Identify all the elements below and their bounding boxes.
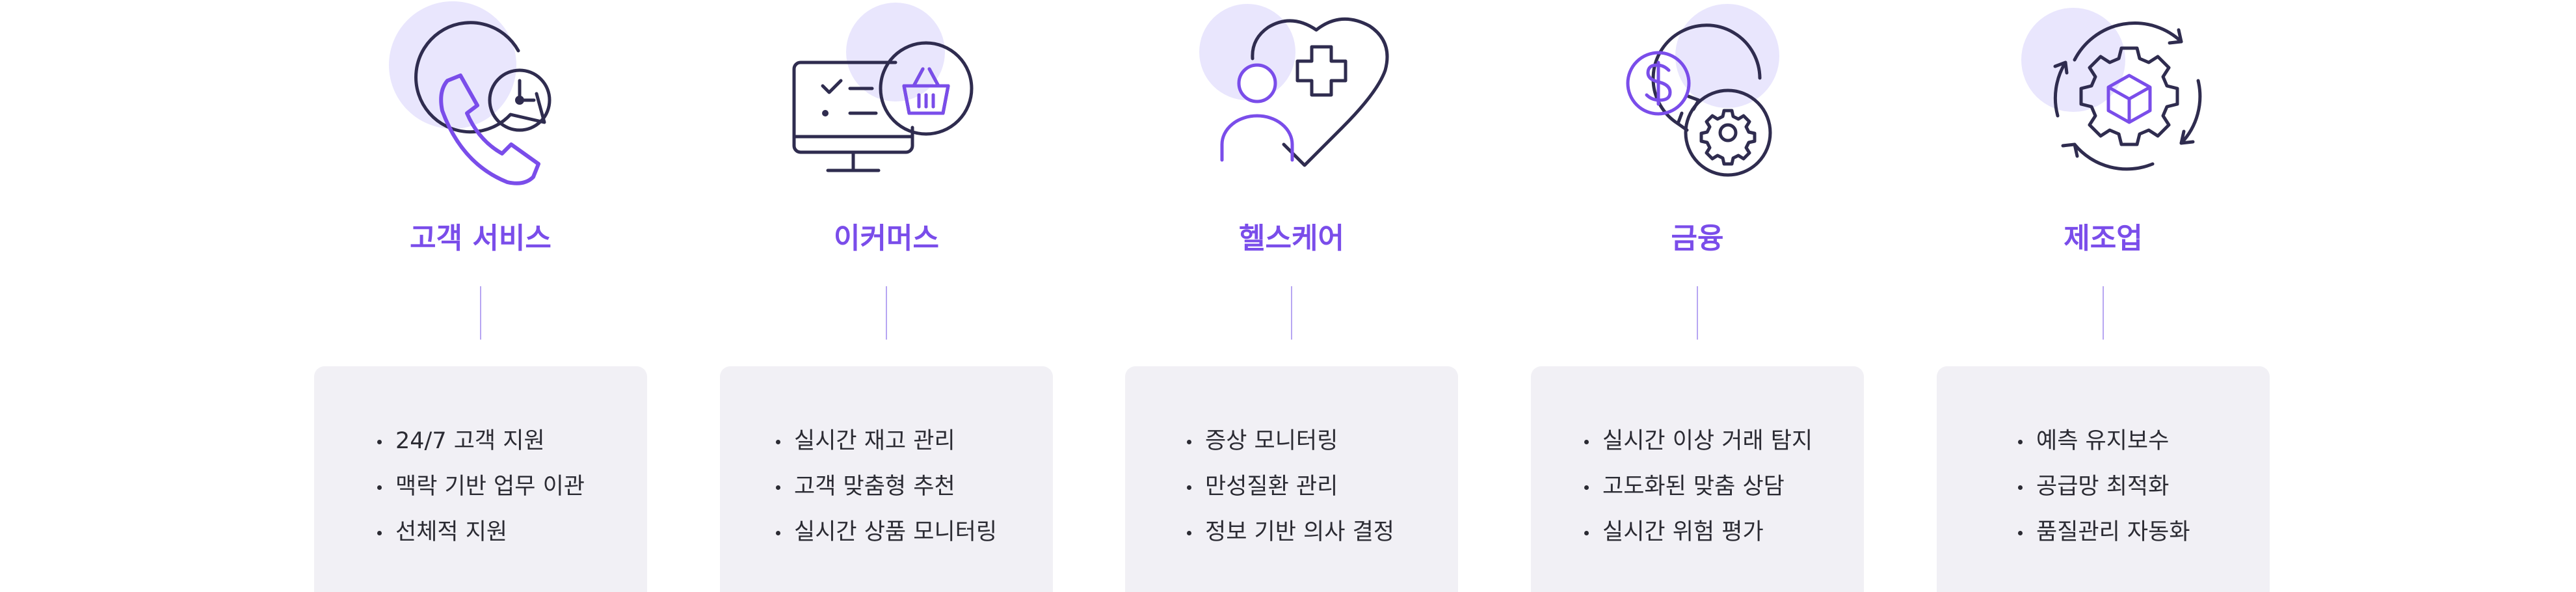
list-item: 공급망 최적화 bbox=[1937, 464, 2270, 509]
list-item-text: 증상 모니터링 bbox=[1205, 428, 1338, 454]
list-item-text: 실시간 상품 모니터링 bbox=[794, 519, 998, 545]
bullet-icon bbox=[1584, 531, 1589, 535]
feature-list: 증상 모니터링 만성질환 관리 정보 기반 의사 결정 bbox=[1125, 418, 1458, 555]
connector-line bbox=[480, 286, 481, 340]
gear-cube-cycle-icon bbox=[1937, 0, 2270, 189]
industry-title: 고객 서비스 bbox=[410, 222, 551, 255]
bullet-icon bbox=[776, 440, 780, 444]
list-item-text: 공급망 최적화 bbox=[2036, 474, 2170, 500]
feature-card: 24/7 고객 지원 맥락 기반 업무 이관 선체적 지원 bbox=[314, 366, 647, 592]
monitor-basket-icon bbox=[720, 0, 1053, 189]
feature-list: 예측 유지보수 공급망 최적화 품질관리 자동화 bbox=[1937, 418, 2270, 555]
list-item: 정보 기반 의사 결정 bbox=[1125, 509, 1458, 555]
feature-list: 24/7 고객 지원 맥락 기반 업무 이관 선체적 지원 bbox=[314, 418, 647, 555]
feature-list: 실시간 재고 관리 고객 맞춤형 추천 실시간 상품 모니터링 bbox=[720, 418, 1053, 555]
industry-title: 금융 bbox=[1671, 222, 1724, 255]
industry-column-manufacturing: 제조업 예측 유지보수 공급망 최적화 품질관리 자동화 bbox=[1937, 0, 2270, 592]
bullet-icon bbox=[377, 485, 382, 490]
connector-line bbox=[886, 286, 887, 340]
list-item-text: 실시간 위험 평가 bbox=[1602, 519, 1764, 545]
list-item: 품질관리 자동화 bbox=[1937, 509, 2270, 555]
list-item-text: 고객 맞춤형 추천 bbox=[794, 474, 955, 500]
feature-card: 실시간 재고 관리 고객 맞춤형 추천 실시간 상품 모니터링 bbox=[720, 366, 1053, 592]
list-item: 고객 맞춤형 추천 bbox=[720, 464, 1053, 509]
bullet-icon bbox=[1187, 485, 1191, 490]
list-item: 맥락 기반 업무 이관 bbox=[314, 464, 647, 509]
list-item-text: 고도화된 맞춤 상담 bbox=[1602, 474, 1785, 500]
bullet-icon bbox=[776, 531, 780, 535]
industry-title: 이커머스 bbox=[834, 222, 939, 255]
dollar-gear-cycle-icon bbox=[1531, 0, 1864, 189]
list-item-text: 실시간 이상 거래 탐지 bbox=[1602, 428, 1813, 454]
industry-title: 제조업 bbox=[2064, 222, 2143, 255]
list-item: 예측 유지보수 bbox=[1937, 418, 2270, 464]
bullet-icon bbox=[377, 531, 382, 535]
connector-line bbox=[1291, 286, 1292, 340]
feature-list: 실시간 이상 거래 탐지 고도화된 맞춤 상담 실시간 위험 평가 bbox=[1531, 418, 1864, 555]
bullet-icon bbox=[1187, 440, 1191, 444]
person-heart-plus-icon bbox=[1125, 0, 1458, 189]
list-item: 실시간 이상 거래 탐지 bbox=[1531, 418, 1864, 464]
feature-card: 실시간 이상 거래 탐지 고도화된 맞춤 상담 실시간 위험 평가 bbox=[1531, 366, 1864, 592]
list-item: 고도화된 맞춤 상담 bbox=[1531, 464, 1864, 509]
industry-title: 헬스케어 bbox=[1239, 222, 1344, 255]
bullet-icon bbox=[377, 440, 382, 444]
list-item: 증상 모니터링 bbox=[1125, 418, 1458, 464]
bullet-icon bbox=[1584, 440, 1589, 444]
bullet-icon bbox=[2018, 485, 2023, 490]
list-item-text: 실시간 재고 관리 bbox=[794, 428, 955, 454]
list-item-text: 맥락 기반 업무 이관 bbox=[395, 474, 585, 500]
list-item: 실시간 상품 모니터링 bbox=[720, 509, 1053, 555]
list-item-text: 24/7 고객 지원 bbox=[395, 428, 545, 454]
bullet-icon bbox=[776, 485, 780, 490]
list-item: 24/7 고객 지원 bbox=[314, 418, 647, 464]
connector-line bbox=[1697, 286, 1698, 340]
list-item: 만성질환 관리 bbox=[1125, 464, 1458, 509]
connector-line bbox=[2103, 286, 2104, 340]
phone-clock-chat-icon bbox=[314, 0, 647, 189]
industry-column-ecommerce: 이커머스 실시간 재고 관리 고객 맞춤형 추천 실시간 상품 모니터링 bbox=[720, 0, 1053, 592]
bullet-icon bbox=[1584, 485, 1589, 490]
bullet-icon bbox=[2018, 440, 2023, 444]
bullet-icon bbox=[2018, 531, 2023, 535]
list-item-text: 품질관리 자동화 bbox=[2036, 519, 2190, 545]
feature-card: 예측 유지보수 공급망 최적화 품질관리 자동화 bbox=[1937, 366, 2270, 592]
list-item-text: 선체적 지원 bbox=[395, 519, 508, 545]
bullet-icon bbox=[1187, 531, 1191, 535]
industry-column-customer-service: 고객 서비스 24/7 고객 지원 맥락 기반 업무 이관 선체적 지원 bbox=[314, 0, 647, 592]
list-item-text: 예측 유지보수 bbox=[2036, 428, 2170, 454]
feature-card: 증상 모니터링 만성질환 관리 정보 기반 의사 결정 bbox=[1125, 366, 1458, 592]
list-item: 실시간 재고 관리 bbox=[720, 418, 1053, 464]
list-item: 실시간 위험 평가 bbox=[1531, 509, 1864, 555]
list-item-text: 만성질환 관리 bbox=[1205, 474, 1338, 500]
industry-column-finance: 금융 실시간 이상 거래 탐지 고도화된 맞춤 상담 실시간 위험 평가 bbox=[1531, 0, 1864, 592]
industry-column-healthcare: 헬스케어 증상 모니터링 만성질환 관리 정보 기반 의사 결정 bbox=[1125, 0, 1458, 592]
list-item-text: 정보 기반 의사 결정 bbox=[1205, 519, 1394, 545]
list-item: 선체적 지원 bbox=[314, 509, 647, 555]
